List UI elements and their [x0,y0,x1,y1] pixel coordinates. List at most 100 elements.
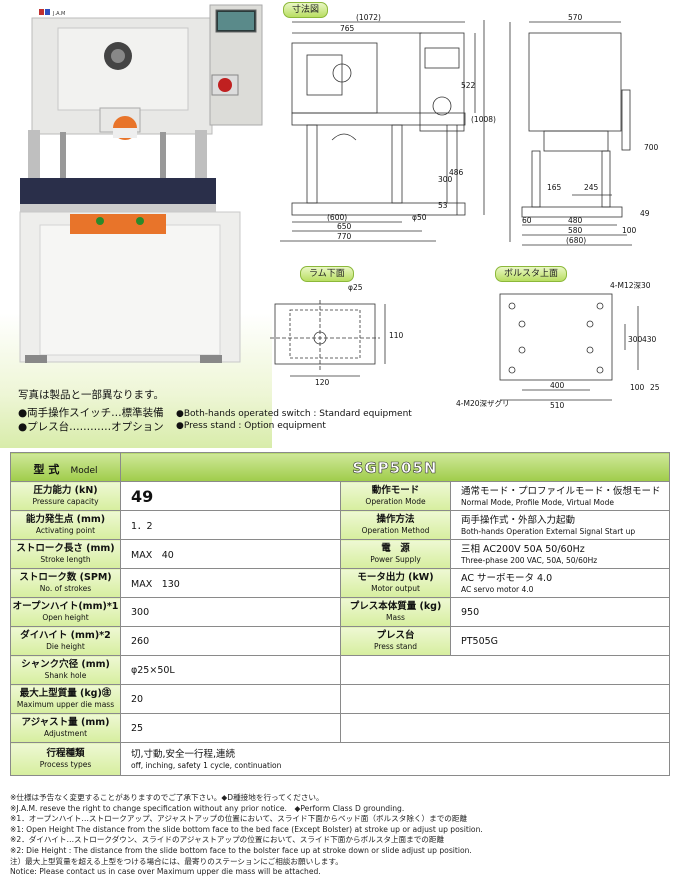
spec-label-cell: 圧力能力 (kN)Pressure capacity [10,481,121,511]
ram-bolster-drawing: φ25 110 120 4-M12深30 300 430 400 510 100… [270,281,660,410]
spec-label-jp: 電 源 [381,543,410,554]
dim-side-245: 245 [584,183,599,192]
spec-value-cell: 20 [120,684,341,714]
product-photo-area: J.A.M [0,0,272,448]
spec-value-jp: 通常モード・プロファイルモード・仮想モード [461,485,661,497]
spec-value-cell: PT505G [449,626,671,656]
spec-value-cell: 25 [120,713,341,743]
dim-bolster-25: 25 [650,383,660,392]
spec-label-en: Stroke length [40,555,91,564]
dim-bolster-100: 100 [630,383,645,392]
spec-label-jp: 能力発生点 (mm) [25,514,106,525]
ram-bottom-title: ラム下面 [300,266,354,282]
spec-value: MAX 130 [131,579,180,590]
spec-value-cell: MAX 40 [120,539,341,569]
spec-value: 20 [131,693,144,705]
dim-side-top-570: 570 [568,13,583,22]
spec-empty-cell [339,713,671,743]
spec-value: 1．2 [131,521,153,532]
spec-label-jp: 行程種類 [46,748,85,759]
spec-label-jp: プレス台 [376,630,415,641]
spec-value-en: off, inching, safety 1 cycle, continuati… [131,760,282,770]
dim-side-165: 165 [547,183,562,192]
spec-label-en: Shank hole [44,671,87,680]
note-line: ※1．オープンハイト…ストロークアップ、アジャストアップの位置において、スライド… [10,814,468,824]
model-label-cell: 型 式 Model [10,452,121,482]
spec-value: 260 [131,635,150,647]
dim-bolster-300: 300 [628,335,643,344]
spec-label-en: Motor output [371,584,420,593]
dim-height-486: 486 [449,168,464,177]
spec-label-en: Adjustment [43,729,88,738]
dimension-drawing-title: 寸法図 [283,2,329,18]
spec-value-jp: PT505G [461,635,499,647]
spec-empty-cell [339,684,671,714]
spec-value-cell: 300 [120,597,341,627]
spec-label-en: Power Supply [370,555,421,564]
spec-label-en: Die height [46,642,85,651]
dim-height-1008: (1008) [471,115,496,124]
spec-value: 49 [131,486,154,506]
dim-phi50: φ50 [412,213,427,222]
dim-side-680: (680) [566,236,586,245]
spec-value-jp: 950 [461,606,480,618]
dim-height-522: 522 [461,81,476,90]
spec-label-en: Press stand [373,642,418,651]
note-line: ※J.A.M. reseve the right to change speci… [10,803,405,813]
model-value-cell: SGP505N [119,452,671,482]
spec-empty-cell [339,655,671,685]
model-row: 型 式 Model SGP505N [10,452,671,482]
note-line: 注）最大上型質量を超える上型をつける場合には、最寄りのステーションにご相談お願い… [10,856,343,866]
option-stand-jp: ●プレス台…………オプション [18,421,164,433]
dim-side-580: 580 [568,226,583,235]
spec-label-jp: アジャスト量 (mm) [21,717,110,728]
dim-bottom-600: (600) [327,213,347,222]
spec-label-en: Operation Mode [365,497,426,506]
spec-label-jp: プレス本体質量 (kg) [349,601,442,612]
spec-value-cell: 49 [120,481,341,511]
option-stand-en: ●Press stand : Option equipment [176,421,326,431]
press-machine-illustration: J.A.M [19,4,263,363]
spec-value-en: AC servo motor 4.0 [461,584,534,594]
spec-value-cell: 1．2 [120,510,341,540]
dim-overall-width: (1072) [356,13,381,22]
spec-value-jp: 切,寸動,安全一行程,連続 [131,748,236,760]
dim-height-53: 53 [438,201,448,210]
dim-bolster-400: 400 [550,381,565,390]
spec-value-jp: 三相 AC200V 50A 50/60Hz [461,543,585,555]
spec-label-en: Mass [386,613,405,622]
dim-ram-120: 120 [315,378,330,387]
front-side-dimension-drawing: (1072) 765 522 (1008) 486 300 53 (600) φ… [280,13,659,246]
spec-label-en: No. of strokes [39,584,92,593]
spec-value-cell: φ25×50L [120,655,341,685]
spec-label-en: Maximum upper die mass [16,700,115,709]
dim-ram-110: 110 [389,331,404,340]
model-value: SGP505N [352,458,438,477]
dim-side-49: 49 [640,209,650,218]
spec-label-jp: ダイハイト (mm)*2 [20,630,111,641]
spec-label-cell: プレス本体質量 (kg)Mass [340,597,451,627]
spec-label-cell: アジャスト量 (mm)Adjustment [10,713,121,743]
dim-side-100: 100 [622,226,637,235]
dim-ram-phi25: φ25 [348,283,363,292]
maker-logo-text: J.A.M [52,11,65,17]
dim-bolster-430: 430 [642,335,657,344]
note-line: Notice: Please contact us in case over M… [10,867,321,877]
spec-label-en: Open height [42,613,89,622]
spec-label-en: Operation Method [361,526,430,535]
